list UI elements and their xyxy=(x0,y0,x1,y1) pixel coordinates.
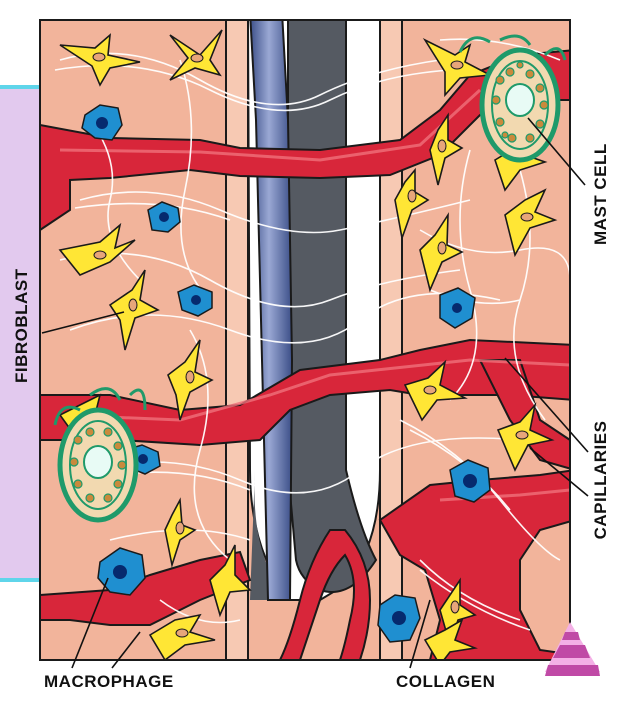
fibroblast-cell xyxy=(58,222,136,276)
capillary-bottom-right xyxy=(378,469,570,660)
leader-lines xyxy=(41,117,589,669)
leader-capillaries-1 xyxy=(504,357,589,453)
mast-cell-top-right xyxy=(458,34,567,163)
macrophage-cell xyxy=(439,287,476,329)
fibroblasts xyxy=(58,29,558,660)
macrophages xyxy=(81,104,491,643)
tissue-frame xyxy=(39,19,571,661)
fibroblast-cell xyxy=(504,188,558,258)
fibroblast-cell xyxy=(148,613,216,660)
leader-fibroblast xyxy=(41,311,125,334)
macrophage-cell xyxy=(377,594,421,643)
macrophage-cell xyxy=(81,104,123,141)
collagen-fibers xyxy=(54,38,570,631)
leader-collagen xyxy=(409,599,431,669)
label-collagen: COLLAGEN xyxy=(396,672,496,691)
fibroblast-cell xyxy=(423,618,478,660)
label-fibroblast: FIBROBLAST xyxy=(12,268,31,383)
macrophage-cell xyxy=(177,284,213,317)
label-macrophage: MACROPHAGE xyxy=(44,672,174,691)
leader-capillaries-2 xyxy=(529,447,589,497)
side-bar xyxy=(0,86,40,582)
macrophage-cell xyxy=(147,201,181,233)
leader-macrophage-2 xyxy=(111,631,141,669)
logo-icon xyxy=(545,622,600,676)
leader-macrophage xyxy=(71,577,109,669)
fibroblast-cell xyxy=(394,167,430,242)
follicle-sheath-left xyxy=(225,20,249,660)
fibroblast-cell xyxy=(209,544,252,618)
label-mast-cell: MAST CELL xyxy=(591,143,610,245)
follicle-sheath-right xyxy=(379,20,403,660)
hair-follicle-bulb xyxy=(250,470,290,600)
leader-mast-cell xyxy=(527,117,586,186)
macrophage-cell xyxy=(449,459,491,503)
macrophage-cell xyxy=(97,547,146,596)
fibroblast-cell xyxy=(429,112,464,186)
mast-cell-left xyxy=(53,387,147,523)
capillary-bottom-center xyxy=(278,529,372,660)
label-capillaries: CAPILLARIES xyxy=(591,420,610,540)
